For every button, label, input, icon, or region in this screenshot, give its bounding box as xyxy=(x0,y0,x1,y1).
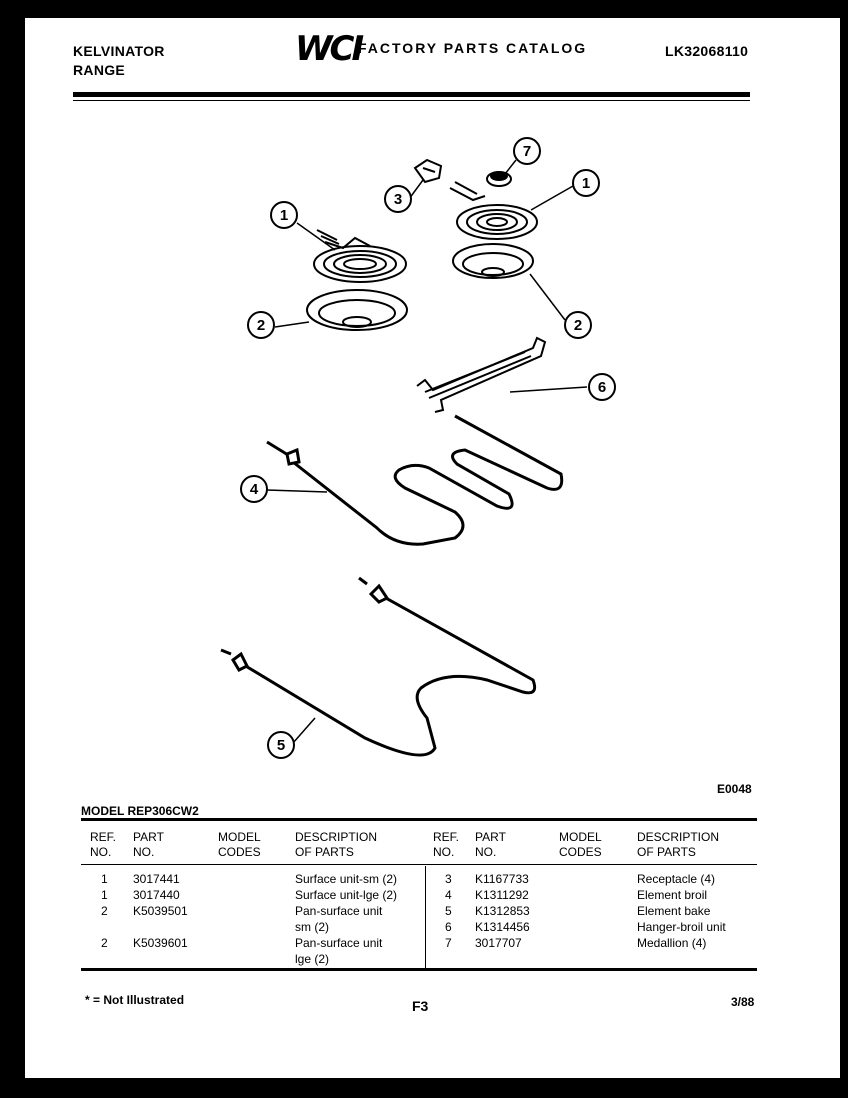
callout-1-right: 1 xyxy=(582,175,590,192)
left-row-4-part: K5039601 xyxy=(133,936,188,950)
right-row-3-part: K1312853 xyxy=(475,904,530,918)
left-row-2-part: 3017440 xyxy=(133,888,180,902)
part-no-header: PART NO. xyxy=(133,830,164,860)
not-illustrated-note: * = Not Illustrated xyxy=(85,993,185,1007)
callout-7: 7 xyxy=(523,143,531,160)
left-row-1-part: 3017441 xyxy=(133,872,180,886)
header-underline xyxy=(81,864,757,865)
hanger-broil-unit xyxy=(416,336,547,413)
right-row-2-part: K1311292 xyxy=(475,888,529,902)
catalog-title: FACTORY PARTS CATALOG xyxy=(358,40,588,56)
product-type: RANGE xyxy=(73,62,126,78)
table-top-rule xyxy=(81,818,757,821)
description-header: DESCRIPTION OF PARTS xyxy=(295,830,377,860)
right-row-4-part: K1314456 xyxy=(475,920,530,934)
surface-unit-large xyxy=(449,181,538,240)
left-row-2-ref: 1 xyxy=(101,888,108,902)
model-codes-header-line2: CODES xyxy=(218,845,261,859)
model-codes-header-right: MODEL CODES xyxy=(559,830,602,860)
left-row-1-ref: 1 xyxy=(101,872,108,886)
catalog-number: LK32068110 xyxy=(665,43,749,59)
left-row-4-desc-line2: lge (2) xyxy=(295,952,330,966)
left-row-4-ref: 2 xyxy=(101,936,108,950)
table-bottom-rule xyxy=(81,968,757,971)
ref-no-header-line1: REF. xyxy=(90,830,117,844)
callout-6: 6 xyxy=(598,379,606,396)
right-row-2-desc: Element broil xyxy=(637,888,708,902)
right-row-5-desc: Medallion (4) xyxy=(637,936,707,950)
callout-2-right: 2 xyxy=(574,317,582,334)
right-row-2-ref: 4 xyxy=(445,888,452,902)
catalog-page: KELVINATOR RANGE WCI FACTORY PARTS CATAL… xyxy=(25,18,840,1078)
left-row-2-desc: Surface unit-lge (2) xyxy=(295,888,398,902)
pan-small xyxy=(306,289,408,331)
header-rule-thin xyxy=(73,100,750,101)
ref-no-header: REF. NO. xyxy=(90,830,116,860)
callout-4: 4 xyxy=(250,481,259,498)
ref-no-header-right-line1: REF. xyxy=(433,830,460,844)
description-header-line2: OF PARTS xyxy=(295,845,354,859)
left-row-3-part: K5039501 xyxy=(133,904,188,918)
part-no-header-line2: NO. xyxy=(133,845,155,859)
ref-no-header-right: REF. NO. xyxy=(433,830,459,860)
description-header-right: DESCRIPTION OF PARTS xyxy=(637,830,719,860)
callout-2-left: 2 xyxy=(257,317,265,334)
model-codes-header-line1: MODEL xyxy=(218,830,261,844)
figure-code: E0048 xyxy=(717,782,752,796)
description-header-line1: DESCRIPTION xyxy=(295,830,378,844)
callout-5: 5 xyxy=(277,737,285,754)
brand-name: KELVINATOR xyxy=(73,43,165,59)
left-row-1-desc: Surface unit-sm (2) xyxy=(295,872,398,886)
part-no-header-right: PART NO. xyxy=(475,830,506,860)
left-row-4-desc-line1: Pan-surface unit xyxy=(295,936,383,950)
model-codes-header-right-line1: MODEL xyxy=(559,830,602,844)
right-row-3-desc: Element bake xyxy=(637,904,711,918)
right-row-1-desc: Receptacle (4) xyxy=(637,872,716,886)
receptacle xyxy=(413,158,443,184)
left-row-3-ref: 2 xyxy=(101,904,108,918)
model-codes-header-right-line2: CODES xyxy=(559,845,602,859)
description-header-right-line2: OF PARTS xyxy=(637,845,696,859)
left-row-3-desc-line1: Pan-surface unit xyxy=(295,904,383,918)
part-no-header-right-line2: NO. xyxy=(475,845,497,859)
pan-large xyxy=(452,243,534,279)
callout-3: 3 xyxy=(394,191,402,208)
wci-logo: WCI xyxy=(295,29,364,69)
right-row-3-ref: 5 xyxy=(445,904,452,918)
surface-unit-small xyxy=(313,229,407,283)
left-row-3-desc-line2: sm (2) xyxy=(295,920,329,934)
ref-no-header-line2: NO. xyxy=(90,845,112,859)
description-header-right-line1: DESCRIPTION xyxy=(637,830,720,844)
right-row-1-part: K1167733 xyxy=(475,872,529,886)
broil-element xyxy=(266,414,564,546)
part-no-header-line1: PART xyxy=(133,830,164,844)
exploded-parts-diagram: 1 1 2 2 3 4 5 6 7 xyxy=(220,137,616,759)
column-divider xyxy=(425,866,426,970)
part-no-header-right-line1: PART xyxy=(475,830,506,844)
right-row-4-ref: 6 xyxy=(445,920,452,934)
right-row-4-desc: Hanger-broil unit xyxy=(637,920,726,934)
right-row-5-part: 3017707 xyxy=(475,936,522,950)
medallion xyxy=(486,171,512,187)
model-line: MODEL REP306CW2 xyxy=(81,804,199,818)
callout-1-left: 1 xyxy=(280,207,288,224)
right-row-5-ref: 7 xyxy=(445,936,452,950)
right-row-1-ref: 3 xyxy=(445,872,452,886)
header-rule xyxy=(73,92,750,97)
model-codes-header: MODEL CODES xyxy=(218,830,261,860)
bake-element xyxy=(220,576,537,757)
print-date: 3/88 xyxy=(731,995,755,1009)
ref-no-header-right-line2: NO. xyxy=(433,845,455,859)
page-number: F3 xyxy=(412,998,429,1014)
